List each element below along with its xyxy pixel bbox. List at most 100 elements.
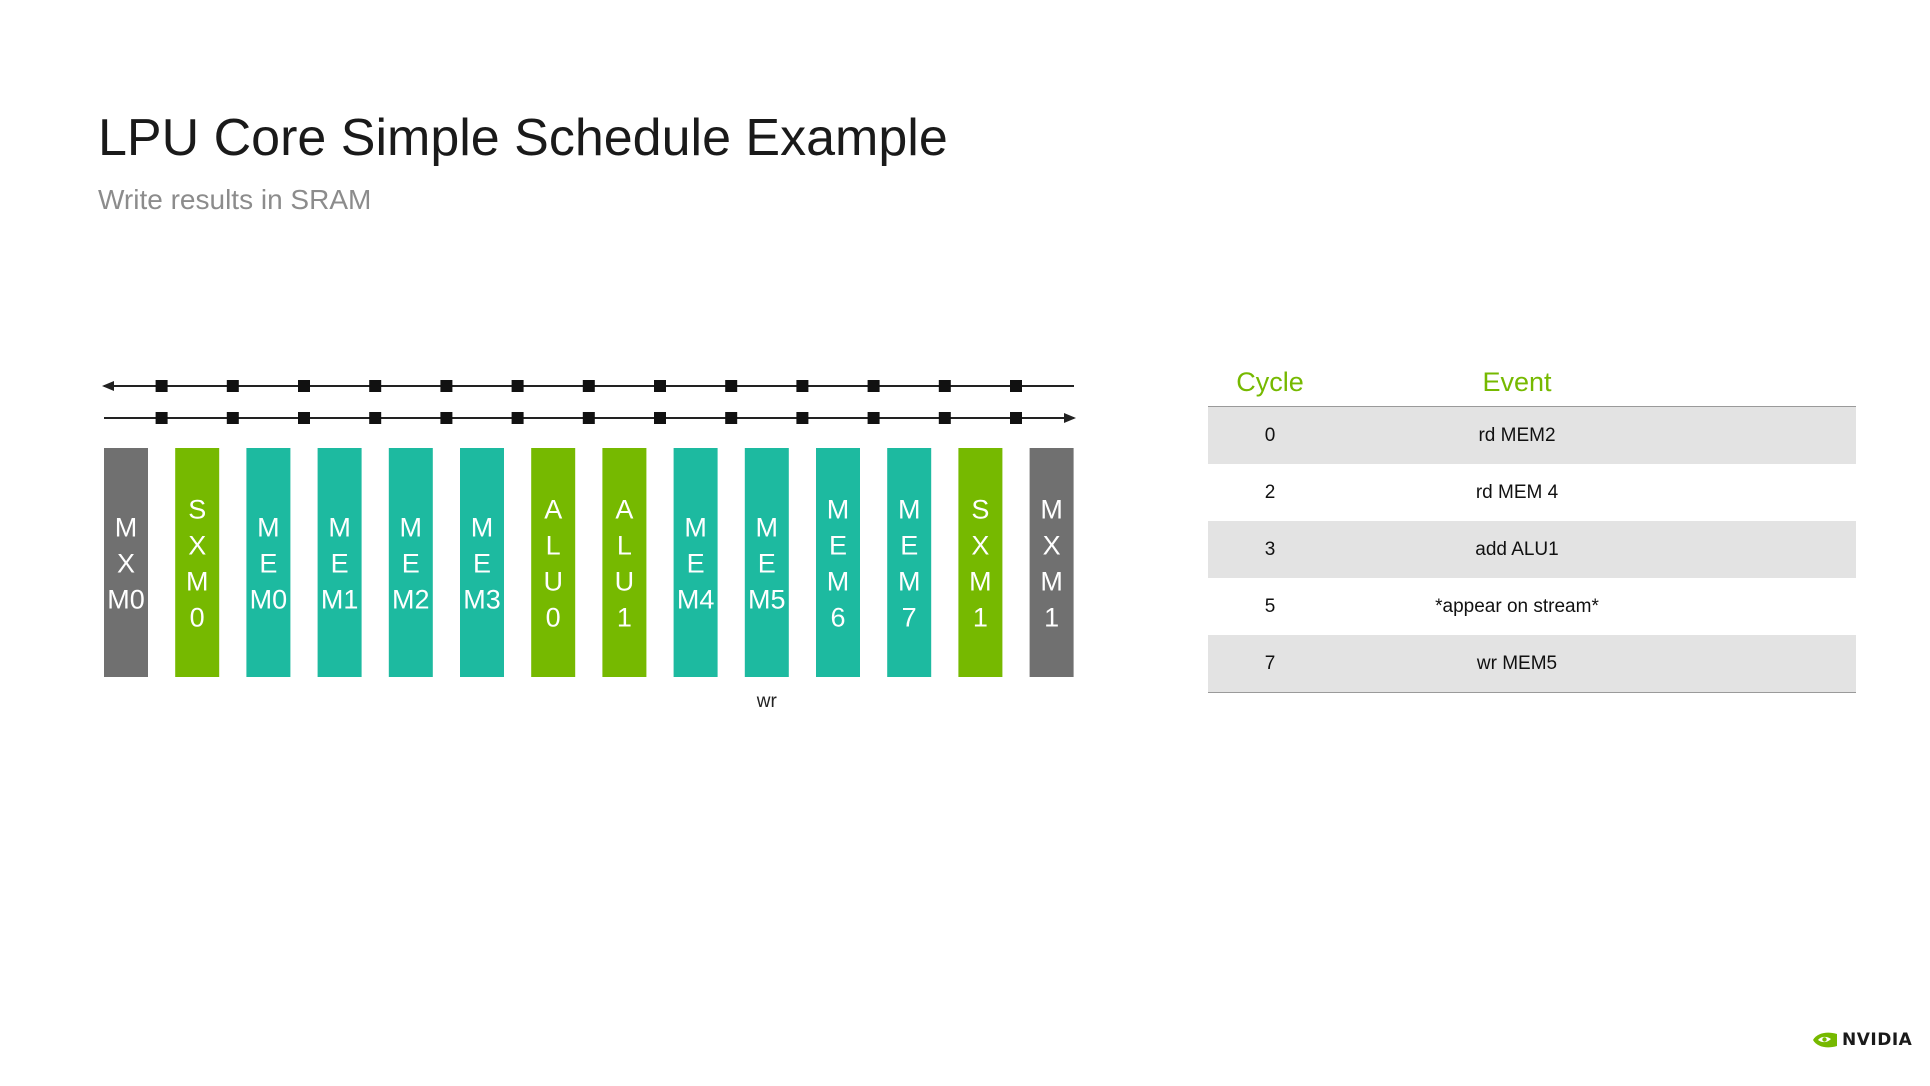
schedule-table-header: Cycle Event	[1208, 358, 1856, 407]
stream-register	[654, 380, 666, 392]
stream-register	[440, 380, 453, 392]
unit-label: X	[1043, 531, 1061, 561]
cycle-cell: 0	[1264, 424, 1276, 446]
event-column-header: Event	[1482, 366, 1552, 397]
event-cell: rd MEM 4	[1475, 481, 1559, 503]
unit-label: 6	[830, 603, 845, 633]
stream-arrowhead	[1064, 413, 1076, 423]
stream-register	[796, 380, 809, 392]
unit-label: E	[758, 549, 776, 579]
event-cell: *appear on stream*	[1435, 595, 1599, 617]
unit-label: M	[328, 513, 351, 543]
unit-label: U	[543, 567, 563, 597]
unit-label: M	[898, 495, 921, 525]
unit-bar	[317, 448, 362, 677]
cycle-cell: 7	[1264, 652, 1276, 674]
stream-register	[725, 380, 738, 392]
unit-label: X	[117, 549, 135, 579]
unit-mem2: ME M2	[388, 448, 433, 677]
unit-mxm0: MX M0	[104, 448, 148, 677]
nvidia-logo: NVIDIA	[1812, 1030, 1912, 1050]
unit-bar	[816, 448, 860, 677]
stream-register	[867, 380, 880, 392]
unit-label: 1	[617, 603, 632, 633]
unit-bar	[1029, 448, 1074, 677]
unit-label: M1	[321, 585, 359, 615]
unit-label: 1	[973, 603, 988, 633]
unit-label: X	[188, 531, 206, 561]
unit-label: M3	[463, 585, 501, 615]
cycle-cell: 2	[1264, 481, 1276, 503]
functional-units: MXM0SXM0MEM0MEM1MEM2MEM3ALU0ALU1MEM4MEM5…	[104, 448, 1074, 677]
unit-label: M	[756, 513, 779, 543]
stream-register	[725, 412, 738, 424]
unit-label: M	[898, 567, 921, 597]
unit-label: U	[615, 567, 635, 597]
event-cell: add ALU1	[1475, 538, 1559, 560]
stream-register	[369, 380, 382, 392]
unit-label: E	[900, 531, 918, 561]
unit-label: M5	[748, 585, 786, 615]
unit-label: E	[259, 549, 277, 579]
stream-register	[938, 380, 951, 392]
stream-register	[1010, 412, 1022, 424]
unit-label: A	[615, 495, 633, 525]
unit-label: M	[1040, 495, 1063, 525]
event-cell: wr MEM5	[1476, 652, 1558, 674]
unit-label: M	[186, 567, 209, 597]
slide-title: LPU Core Simple Schedule Example	[98, 109, 948, 167]
unit-label: E	[402, 549, 420, 579]
cycle-column-header: Cycle	[1236, 366, 1304, 397]
unit-label: M	[969, 567, 992, 597]
unit-label: M	[115, 513, 138, 543]
stream-register	[867, 412, 880, 424]
unit-label: L	[617, 531, 632, 561]
cycle-cell: 5	[1264, 595, 1276, 617]
stream-register	[1010, 380, 1022, 392]
nvidia-wordmark: NVIDIA	[1842, 1030, 1913, 1050]
unit-bar	[388, 448, 433, 677]
nvidia-eye-icon	[1813, 1032, 1837, 1048]
unit-bar	[958, 448, 1003, 677]
unit-label: E	[473, 549, 491, 579]
unit-label: M0	[107, 585, 145, 615]
unit-label: E	[331, 549, 349, 579]
stream-register	[654, 412, 666, 424]
stream-lines	[102, 380, 1076, 424]
stream-register	[440, 412, 453, 424]
stream-register	[226, 412, 239, 424]
stream-register	[796, 412, 809, 424]
unit-mem1: ME M1	[317, 448, 362, 677]
unit-label: M	[827, 495, 850, 525]
schedule-row: 2 rd MEM 4	[1208, 464, 1856, 521]
schedule-row: 5 *appear on stream*	[1208, 578, 1856, 635]
unit-bar	[744, 448, 789, 677]
unit-label: M	[400, 513, 423, 543]
unit-label: 0	[190, 603, 205, 633]
unit-label: A	[544, 495, 562, 525]
event-cell: rd MEM2	[1478, 424, 1556, 446]
unit-label: M4	[677, 585, 715, 615]
stream-register	[298, 380, 310, 392]
stream-register	[155, 380, 168, 392]
unit-alu1: ALU 1	[602, 448, 647, 677]
stream-register	[582, 412, 595, 424]
stream-register	[369, 412, 382, 424]
unit-label: M2	[392, 585, 430, 615]
unit-label: M	[684, 513, 707, 543]
wr-annotation: wr	[756, 691, 778, 712]
unit-label: E	[829, 531, 847, 561]
unit-label: 0	[546, 603, 561, 633]
stream-register	[511, 412, 524, 424]
unit-bar	[531, 448, 576, 677]
unit-bar	[104, 448, 148, 677]
